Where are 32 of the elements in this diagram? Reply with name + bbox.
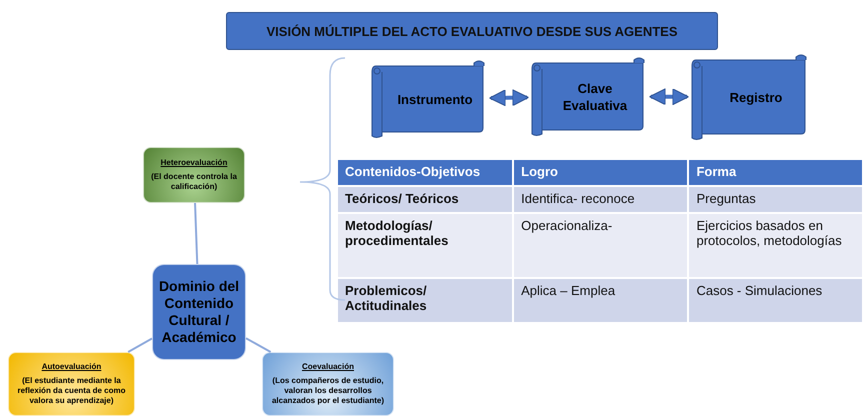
table-cell: Casos - Simulaciones: [688, 278, 863, 323]
table-header-cell: Contenidos-Objetivos: [338, 160, 514, 186]
connector-line: [246, 337, 272, 353]
table-cell: Preguntas: [688, 186, 863, 213]
box-description: (El estudiante mediante la reflexión da cuenta de como valora su aprendizaje): [16, 376, 127, 406]
scroll-label: Clave Evaluativa: [562, 80, 628, 114]
concept-box: [143, 147, 245, 203]
table-cell: Metodologías/ procedimentales: [338, 213, 514, 278]
box-heading: Coevaluación: [302, 362, 354, 372]
double-arrow: [648, 88, 690, 106]
concept-box: [262, 352, 394, 416]
concept-label: Dominio del Contenido Cultural / Académico: [158, 278, 240, 346]
connector-line: [194, 202, 198, 264]
scroll-label: Instrumento: [397, 90, 473, 108]
double-arrow: [488, 89, 530, 106]
scroll-label: Registro: [730, 88, 782, 106]
table-cell: Teóricos/ Teóricos: [338, 186, 514, 213]
table-header-cell: Logro: [513, 160, 688, 186]
box-description: (Los compañeros de estudio, valoran los desarrollos alcanzados por el estudiante): [270, 376, 386, 406]
box-heading: Heteroevaluación: [160, 158, 228, 168]
central-concept-box: [152, 264, 246, 360]
box-description: (El docente controla la calificación): [150, 172, 238, 192]
box-heading: Autoevaluación: [42, 362, 102, 372]
table-cell: Problemicos/ Actitudinales: [338, 278, 514, 323]
concept-box: [8, 352, 135, 416]
title-banner: VISIÓN MÚLTIPLE DEL ACTO EVALUATIVO DESDE SUS AGENTES: [226, 12, 718, 50]
table-cell: Identifica- reconoce: [513, 186, 688, 213]
table-header-cell: Forma: [688, 160, 863, 186]
connector-line: [128, 338, 152, 353]
table-cell: Operacionaliza-: [513, 213, 688, 278]
table-cell: Ejercicios basados en protocolos, metodologías: [688, 213, 863, 278]
table-cell: Aplica – Emplea: [513, 278, 688, 323]
